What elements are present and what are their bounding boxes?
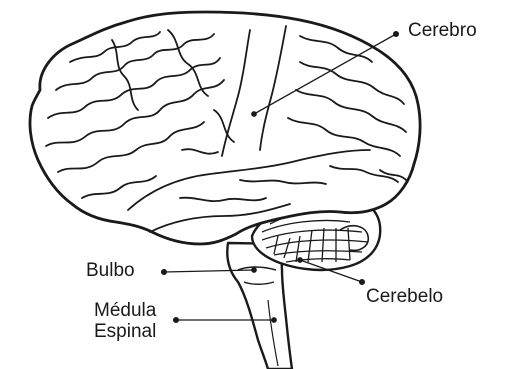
bulbo-target-dot <box>252 268 256 272</box>
cerebro-target-dot <box>252 112 256 116</box>
cerebelo-leader-dot <box>360 280 365 285</box>
bulbo-leader-dot <box>162 270 167 275</box>
label-medula-espinal: Médula Espinal <box>94 300 156 342</box>
medula-leader-dot <box>174 318 179 323</box>
label-medula-line2: Espinal <box>94 321 156 342</box>
label-medula-line1: Médula <box>94 300 156 321</box>
label-cerebelo: Cerebelo <box>366 287 443 308</box>
cerebelo-target-dot <box>298 258 302 262</box>
label-bulbo: Bulbo <box>86 261 135 282</box>
cerebro-leader-dot <box>394 32 399 37</box>
medula-target-dot <box>272 318 276 322</box>
cerebrum <box>30 12 420 244</box>
label-cerebro: Cerebro <box>408 21 477 42</box>
